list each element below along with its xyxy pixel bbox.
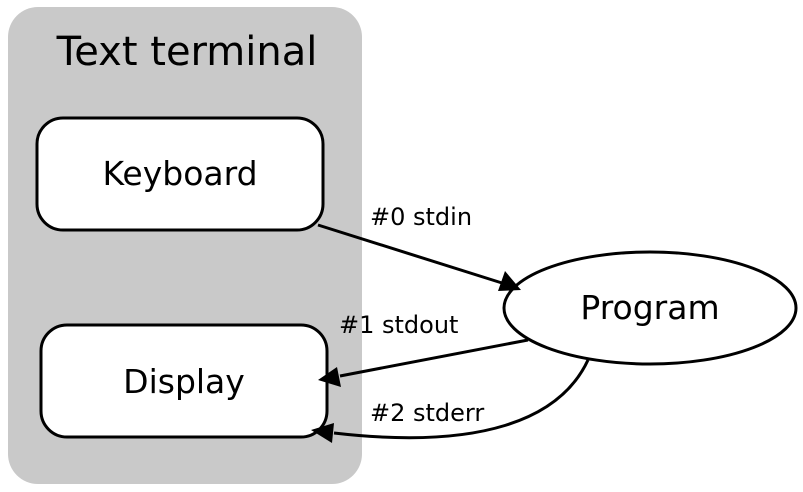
keyboard-node: [35, 116, 325, 232]
stdin-edge: [317, 223, 503, 285]
stdout-arrowhead: [318, 367, 341, 387]
stdin-arrowhead: [498, 271, 521, 291]
stdin-label: #0 stdin: [370, 203, 472, 231]
stderr-arrowhead: [311, 423, 334, 443]
display-label: Display: [123, 362, 245, 401]
keyboard-label: Keyboard: [102, 154, 257, 193]
stderr-edge: [333, 359, 590, 440]
program-label: Program: [580, 288, 719, 327]
stderr-label: #2 stderr: [370, 399, 484, 427]
stdout-label: #1 stdout: [339, 311, 458, 339]
stdout-edge: [339, 338, 529, 378]
program-node: [502, 250, 798, 366]
cluster-title: Text terminal: [56, 29, 318, 75]
